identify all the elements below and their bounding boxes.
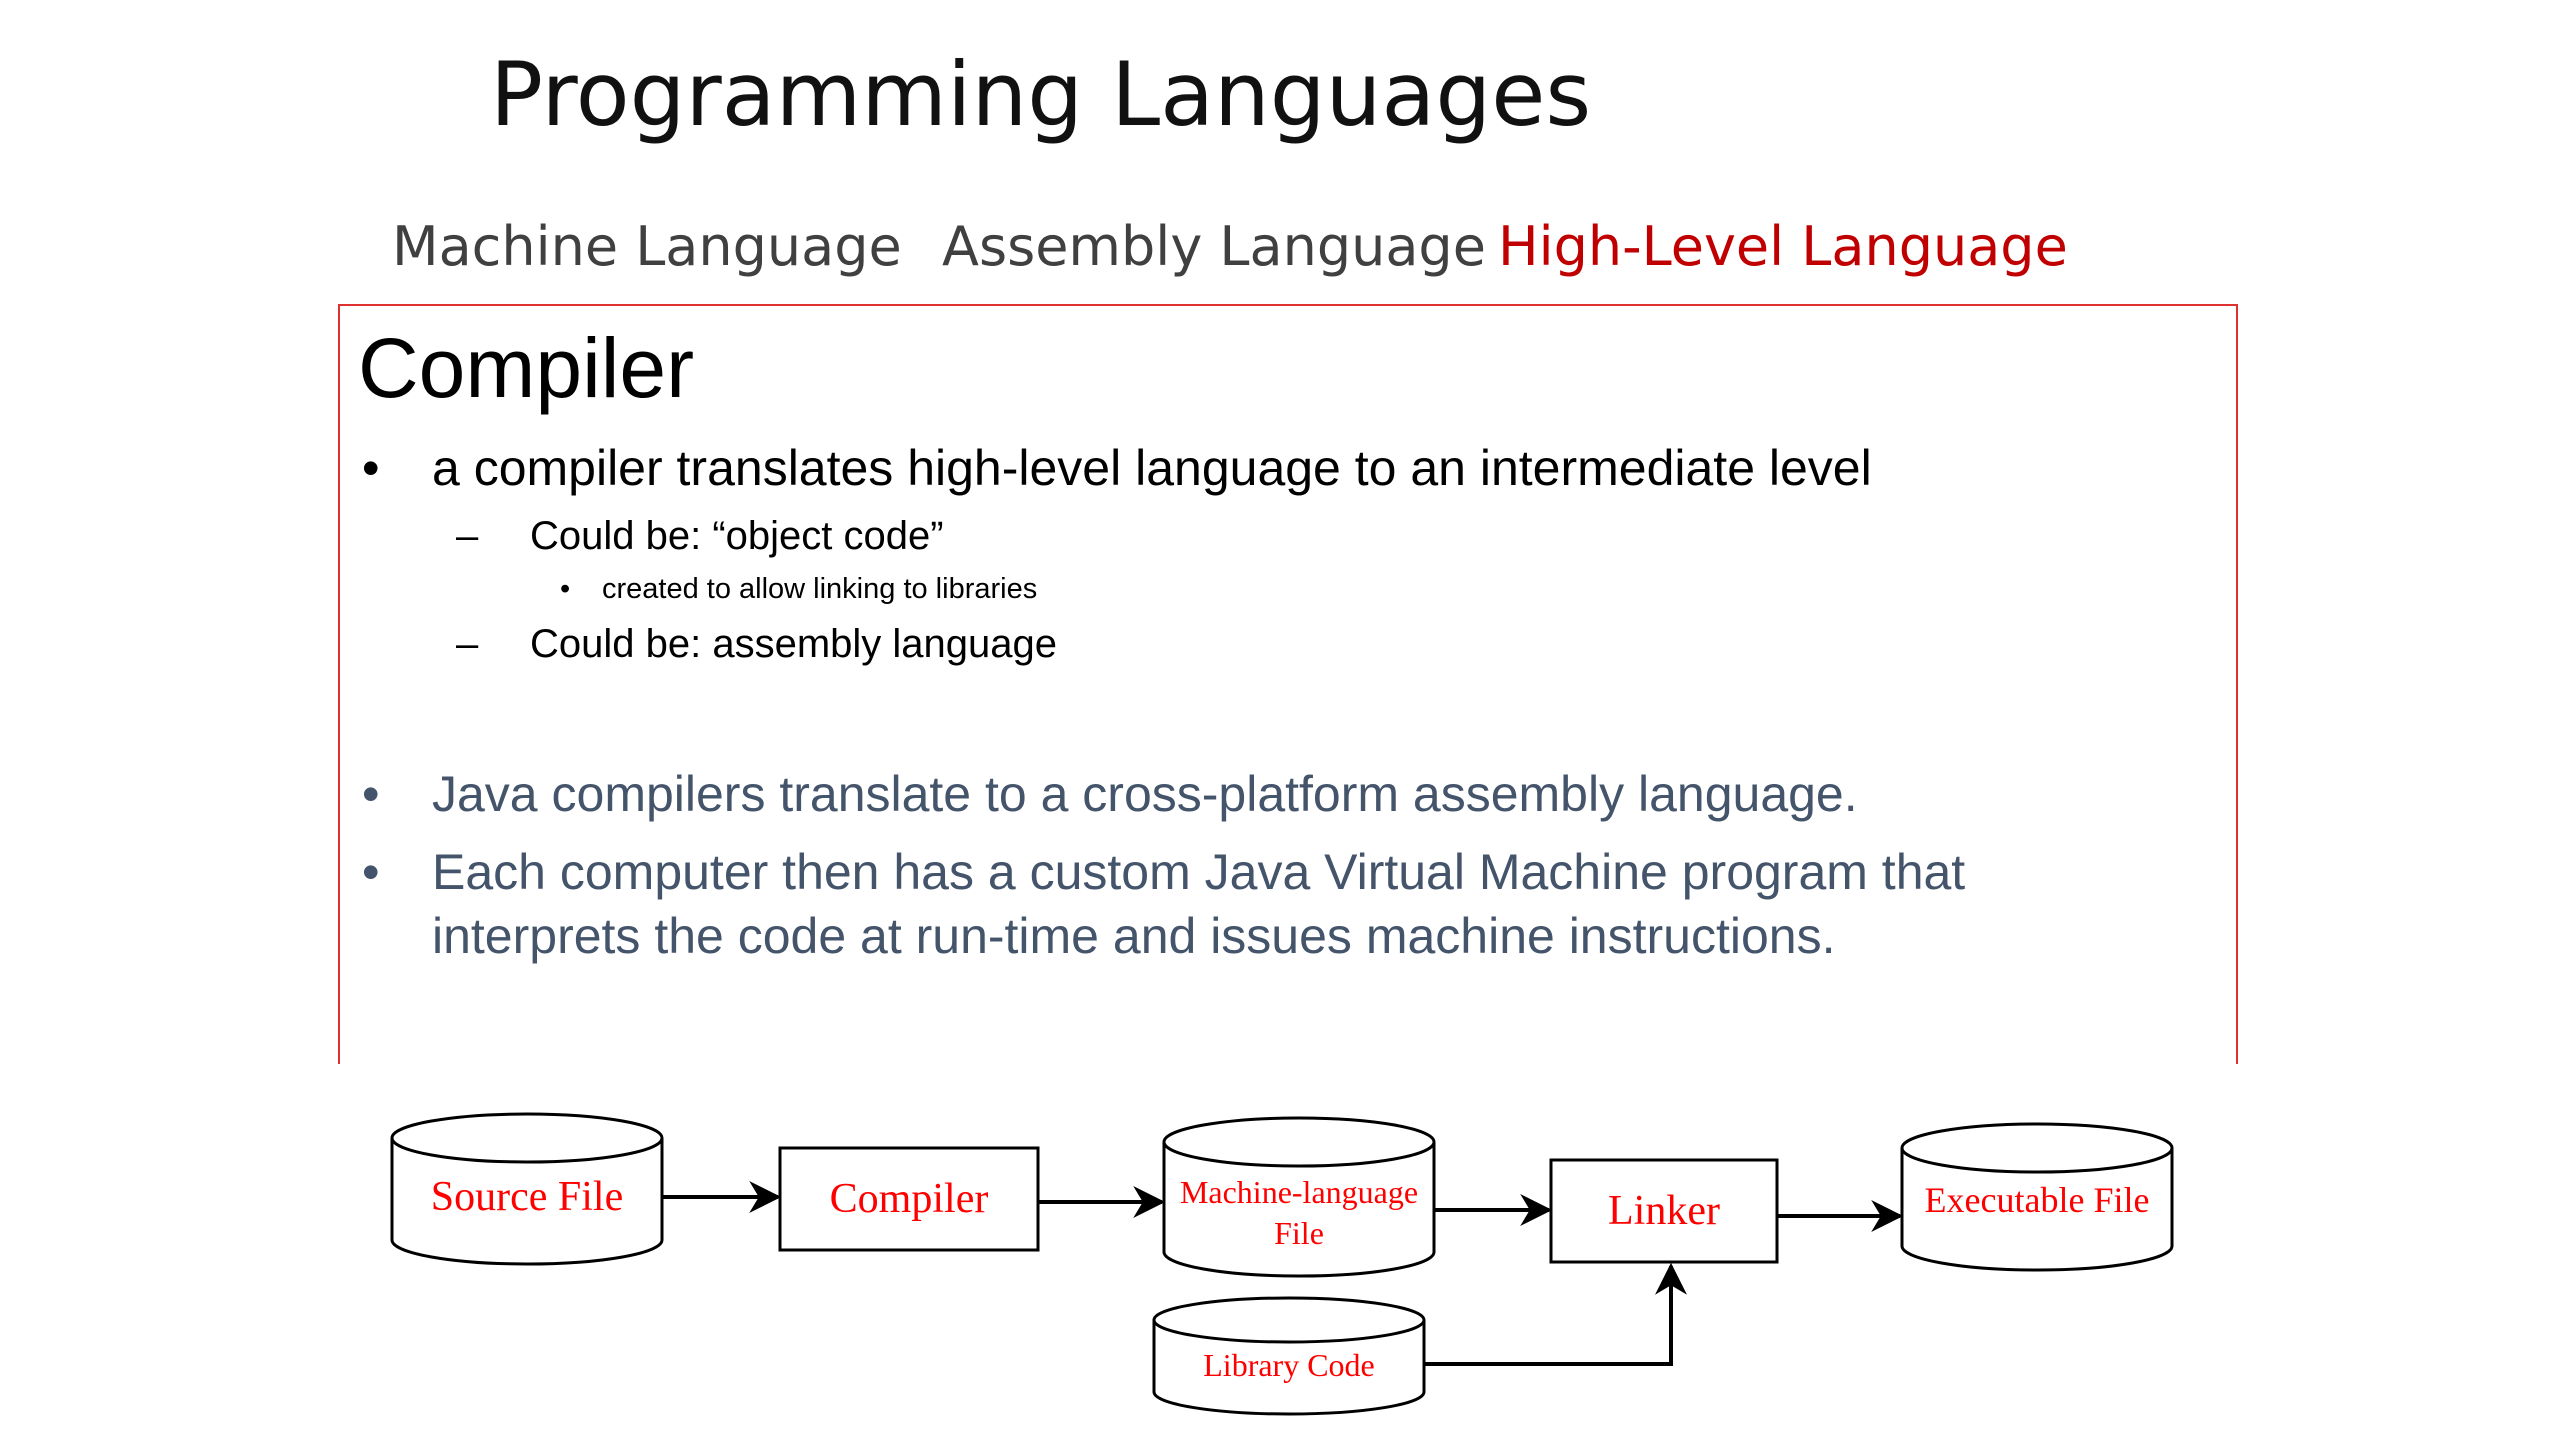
source-file-label: Source File [431, 1174, 623, 1220]
bullet-2: • Java compilers translate to a cross-pl… [362, 764, 1858, 824]
bullet-1-sub-2-text: Could be: assembly language [530, 622, 1058, 666]
compiler-node: Compiler [778, 1146, 1040, 1252]
bullet-1-sub-1-sub: • created to allow linking to libraries [560, 572, 1038, 607]
library-code-label: Library Code [1203, 1347, 1375, 1383]
tab-machine-language: Machine Language [392, 215, 902, 278]
bullet-1-sub-1: – Could be: “object code” [456, 512, 944, 560]
compiler-label: Compiler [830, 1176, 989, 1222]
machine-language-file-label-2: File [1274, 1215, 1324, 1251]
machine-language-file-label-1: Machine-language [1180, 1174, 1418, 1210]
bullet-1-text: a compiler translates high-level languag… [432, 440, 1872, 496]
bullet-3-text-line-1: Each computer then has a custom Java Vir… [432, 844, 1966, 900]
library-code-node: Library Code [1152, 1296, 1426, 1416]
bullet-1-sub-2: – Could be: assembly language [456, 620, 1058, 668]
bullet-3: • Each computer then has a custom Java V… [362, 842, 1966, 902]
bullet-mark: • [362, 844, 380, 900]
content-box [338, 304, 2238, 1064]
tab-assembly-language: Assembly Language [942, 215, 1486, 278]
executable-file-label: Executable File [1925, 1180, 2150, 1220]
bullet-mark: • [362, 440, 380, 496]
section-heading: Compiler [358, 321, 695, 415]
dash-mark: – [456, 622, 479, 666]
arrow-library-to-linker [1424, 1262, 1687, 1366]
executable-file-node: Executable File [1900, 1122, 2174, 1272]
bullet-1: • a compiler translates high-level langu… [362, 438, 1872, 498]
dash-mark: – [456, 514, 479, 558]
machine-language-file-node: Machine-language File [1162, 1116, 1436, 1278]
bullet-2-text: Java compilers translate to a cross-plat… [432, 766, 1858, 822]
tab-high-level-language: High-Level Language [1498, 215, 2068, 278]
bullet-3-text-line-2: interprets the code at run-time and issu… [432, 908, 1836, 964]
bullet-mark: • [560, 573, 571, 605]
source-file-node: Source File [390, 1112, 664, 1266]
slide-title: Programming Languages [490, 43, 1592, 146]
linker-label: Linker [1608, 1188, 1720, 1234]
linker-node: Linker [1549, 1158, 1779, 1264]
bullet-1-sub-1-text: Could be: “object code” [530, 514, 944, 558]
bullet-mark: • [362, 766, 380, 822]
bullet-1-sub-1-sub-text: created to allow linking to libraries [602, 573, 1038, 605]
bullet-3-continuation: interprets the code at run-time and issu… [432, 906, 1835, 966]
